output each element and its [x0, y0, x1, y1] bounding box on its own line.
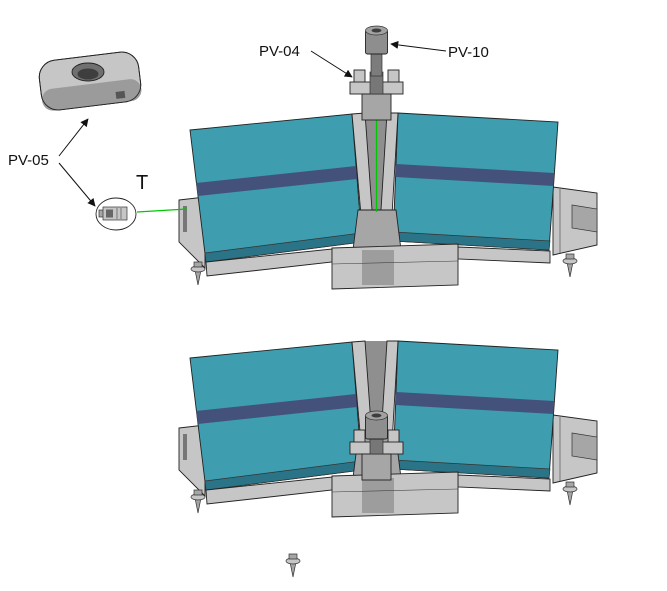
hex-socket-bolt-installed — [365, 410, 388, 440]
bolt-shaft — [370, 51, 383, 77]
assembled-view-assembly — [179, 341, 597, 578]
leader-line-pv10 — [390, 40, 447, 52]
callouts: PV-04 PV-10 PV-05 T — [8, 40, 489, 207]
label-pv04: PV-04 — [259, 43, 300, 60]
t-nut-balloon — [95, 197, 137, 231]
label-pv05: PV-05 — [8, 152, 49, 169]
pv-array-bottom — [179, 341, 597, 517]
mid-clamp-pv04 — [349, 69, 404, 121]
construction-line-tnut — [136, 208, 188, 213]
t-nut-detail-view — [38, 51, 142, 111]
leader-line-pv05-nut — [58, 162, 96, 207]
leader-line-pv05-detail — [58, 118, 89, 157]
leader-line-pv04 — [310, 50, 353, 78]
pv-array-top — [179, 113, 597, 289]
label-t: T — [136, 172, 148, 194]
label-pv10: PV-10 — [448, 44, 489, 61]
hex-socket-bolt-pv10 — [365, 25, 388, 77]
loose-screw — [285, 553, 301, 578]
exploded-view-assembly — [179, 25, 597, 289]
hex-socket — [371, 28, 382, 33]
